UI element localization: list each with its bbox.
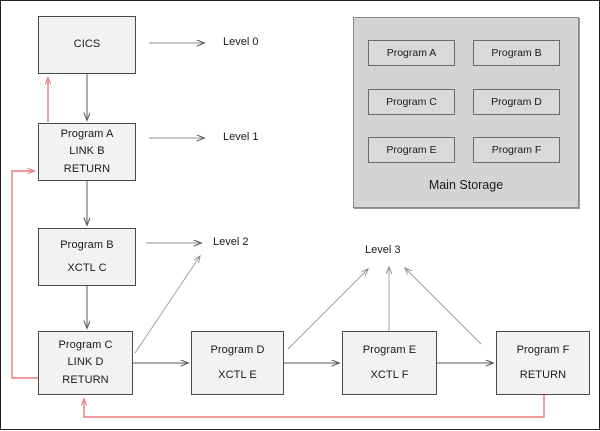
node-program-a-line-1: LINK B <box>69 145 105 158</box>
storage-program-c[interactable]: Program C <box>368 89 455 115</box>
storage-program-d[interactable]: Program D <box>473 89 560 115</box>
node-cics[interactable]: CICS <box>38 16 136 74</box>
storage-program-b[interactable]: Program B <box>473 40 560 66</box>
node-program-a-line-0: Program A <box>60 128 114 141</box>
storage-program-a-label: Program A <box>386 47 437 59</box>
node-program-f-line-1: RETURN <box>519 369 567 381</box>
storage-program-a[interactable]: Program A <box>368 40 455 66</box>
label-level-3: Level 3 <box>365 244 401 256</box>
storage-program-f-label: Program F <box>491 144 542 156</box>
node-program-e-line-0: Program E <box>362 343 417 356</box>
storage-program-e[interactable]: Program E <box>368 137 455 163</box>
node-program-c-line-1: LINK D <box>67 356 104 369</box>
label-level-2: Level 2 <box>213 236 249 248</box>
node-program-b-line-0: Program B <box>60 238 114 251</box>
node-program-a-line-2: RETURN <box>63 162 111 175</box>
storage-program-d-label: Program D <box>491 96 542 108</box>
node-program-e[interactable]: Program E XCTL F <box>342 331 437 395</box>
storage-program-c-label: Program C <box>386 96 437 108</box>
node-program-c[interactable]: Program C LINK D RETURN <box>38 331 133 395</box>
program-c-return-to-program-a-arrow <box>11 171 38 379</box>
node-program-c-line-2: RETURN <box>62 373 109 386</box>
node-cics-line-0: CICS <box>73 38 101 51</box>
main-storage-panel: Program A Program B Program C Program D … <box>353 17 579 208</box>
node-program-f-line-0: Program F <box>516 343 570 356</box>
storage-program-f[interactable]: Program F <box>473 137 560 163</box>
label-level-1: Level 1 <box>223 131 259 143</box>
node-program-d-line-1: XCTL E <box>218 369 257 381</box>
node-program-a[interactable]: Program A LINK B RETURN <box>38 123 136 181</box>
node-program-c-line-0: Program C <box>58 339 113 352</box>
node-program-f[interactable]: Program F RETURN <box>496 331 590 395</box>
storage-program-b-label: Program B <box>491 47 542 59</box>
storage-program-e-label: Program E <box>386 144 437 156</box>
node-program-d-line-0: Program D <box>210 343 265 356</box>
program-f-return-to-program-c-arrow <box>84 395 545 418</box>
node-program-b[interactable]: Program B XCTL C <box>38 228 136 286</box>
node-program-d[interactable]: Program D XCTL E <box>191 331 284 395</box>
main-storage-title: Main Storage <box>428 178 504 192</box>
node-program-e-line-1: XCTL F <box>370 369 409 381</box>
label-level-0: Level 0 <box>223 36 259 48</box>
node-program-b-line-1: XCTL C <box>67 262 107 274</box>
